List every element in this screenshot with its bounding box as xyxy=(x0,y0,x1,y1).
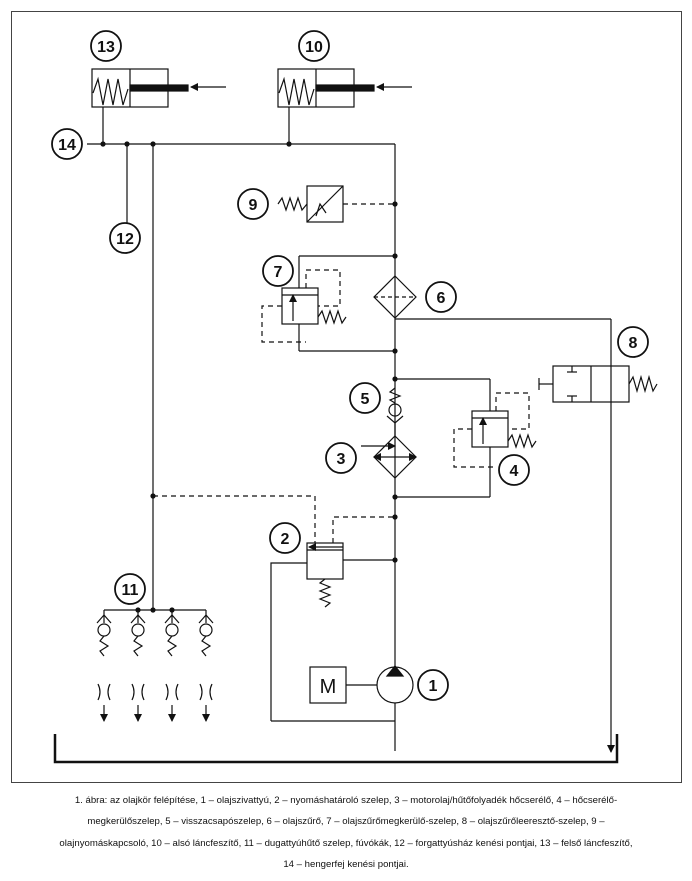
callout-8-label: 8 xyxy=(629,335,638,352)
callout-6 xyxy=(425,281,457,313)
callout-1 xyxy=(417,669,449,701)
callout-13-label: 13 xyxy=(97,39,115,56)
oil-filter xyxy=(373,275,417,319)
callout-2-label: 2 xyxy=(281,531,290,548)
callout-11 xyxy=(114,573,146,605)
piston-cooling-nozzle-3 xyxy=(164,610,180,722)
caption-line-4: 14 – hengerfej kenési pontjai. xyxy=(283,859,409,871)
callout-5 xyxy=(349,382,381,414)
caption-line-3: olajnyomáskapcsoló, 10 – alsó láncfeszít… xyxy=(59,837,633,849)
pump-direction-arrow xyxy=(385,665,405,677)
callout-1-label: 1 xyxy=(429,678,438,695)
motor-label: M xyxy=(320,676,337,698)
check-valve xyxy=(388,403,402,417)
callout-8 xyxy=(617,326,649,358)
caption-line-1: 1. ábra: az olajkör felépítése, 1 – olaj… xyxy=(74,795,618,806)
callout-13 xyxy=(90,30,122,62)
drain-valve-spring xyxy=(628,374,658,394)
pressure-switch-spring xyxy=(277,196,308,212)
figure-caption: 1. ábra: az olajkör felépítése, 1 – olaj… xyxy=(12,790,680,876)
check-valve-spring xyxy=(388,387,402,404)
callout-9-label: 9 xyxy=(249,197,258,214)
callout-5-label: 5 xyxy=(361,391,370,408)
piston-cooling-nozzle-4 xyxy=(198,610,214,722)
tensioner-13-spring xyxy=(92,76,129,106)
callout-12 xyxy=(109,222,141,254)
callout-9 xyxy=(237,188,269,220)
callout-10 xyxy=(298,30,330,62)
oil-circuit-diagram: M 13 10 14 12 9 7 6 8 5 4 3 2 11 1 xyxy=(51,30,658,764)
callout-7-label: 7 xyxy=(274,264,283,281)
junction-dots xyxy=(100,141,398,613)
tensioner-13-rod xyxy=(129,84,189,92)
callout-2 xyxy=(269,522,301,554)
callout-10-label: 10 xyxy=(305,39,323,56)
oil-sump xyxy=(53,734,619,764)
callout-4 xyxy=(498,454,530,486)
pressure-relief-valve xyxy=(306,542,344,580)
heat-exchanger-bypass-valve xyxy=(471,410,509,448)
tensioner-10-rod xyxy=(315,84,375,92)
piston-cooling-nozzle-2 xyxy=(130,610,146,722)
filter-bypass-valve xyxy=(281,287,319,325)
callout-14-label: 14 xyxy=(58,137,76,154)
callout-14 xyxy=(51,128,83,160)
relief-valve-spring xyxy=(318,578,332,608)
bypass-valve-4-spring xyxy=(507,433,537,449)
callout-4-label: 4 xyxy=(510,463,519,480)
caption-line-2: megkerülőszelep, 5 – visszacsapószelep, … xyxy=(87,816,605,828)
callout-12-label: 12 xyxy=(116,231,134,248)
diagram-frame: M 13 10 14 12 9 7 6 8 5 4 3 2 11 1 xyxy=(11,11,682,783)
callout-7 xyxy=(262,255,294,287)
callout-3 xyxy=(325,442,357,474)
bypass-valve-7-spring xyxy=(317,309,347,325)
tensioner-10-spring xyxy=(278,76,315,106)
callout-11-label: 11 xyxy=(122,582,139,599)
callout-6-label: 6 xyxy=(437,290,446,307)
piston-cooling-nozzle-1 xyxy=(96,610,112,722)
callout-3-label: 3 xyxy=(337,451,346,468)
heat-exchanger xyxy=(373,435,417,479)
